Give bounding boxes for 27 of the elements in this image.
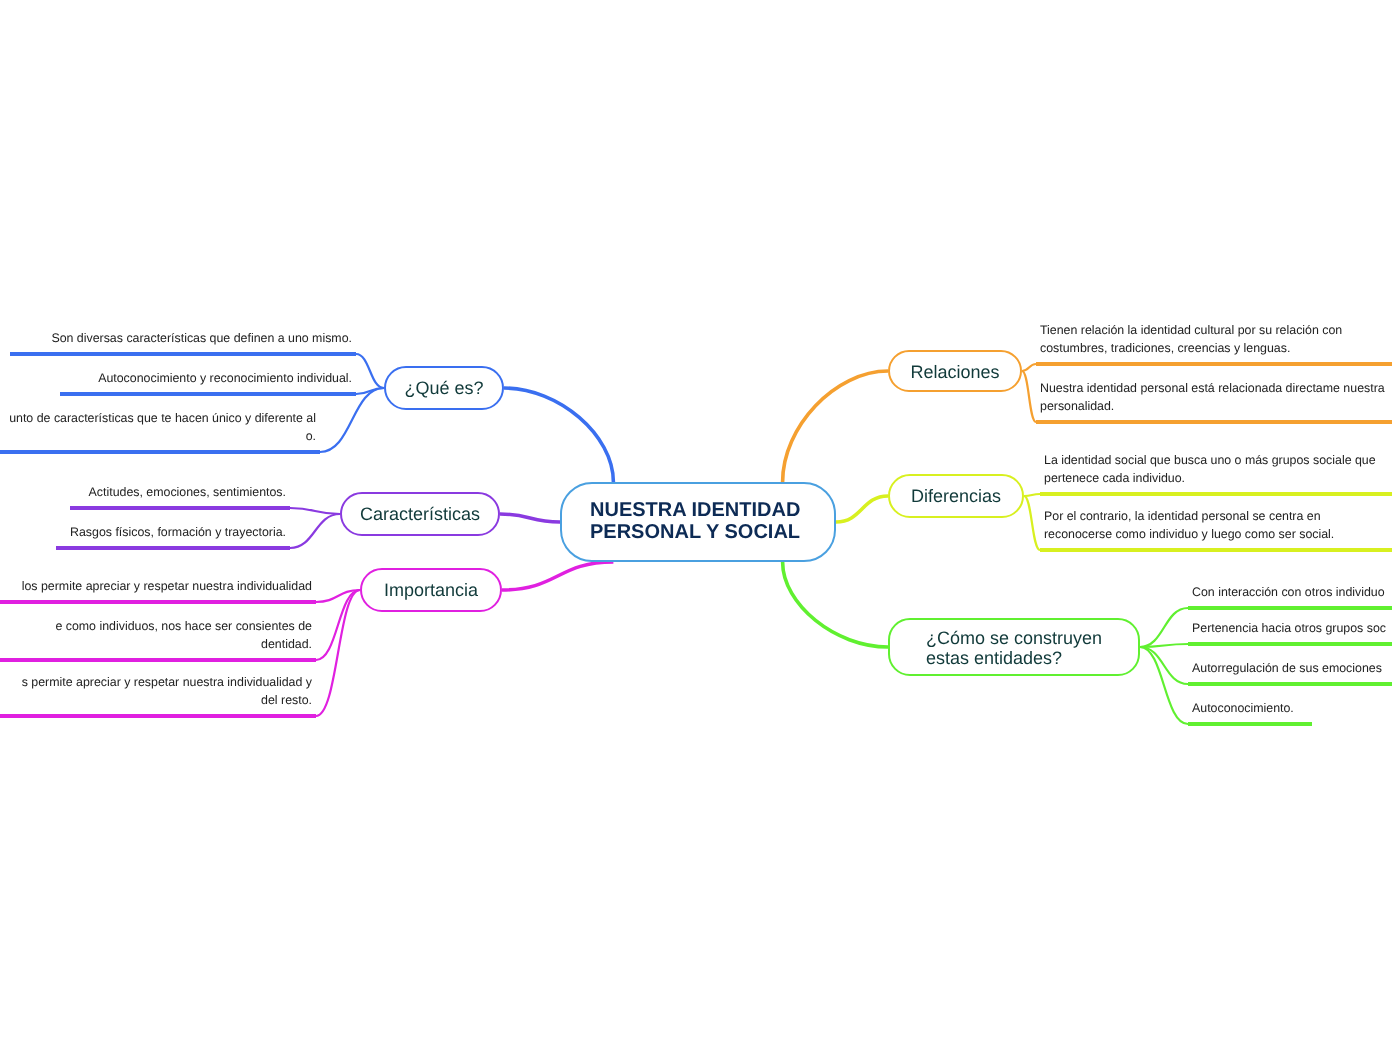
branch-line — [315, 589, 361, 717]
branch-line — [355, 352, 385, 390]
branch-line — [780, 369, 889, 483]
branch-line — [501, 560, 614, 592]
topic-box: Relaciones — [888, 350, 1022, 392]
branch-line — [1139, 645, 1189, 686]
branch-line — [289, 506, 341, 516]
topic-box: ¿Cómo se construyen estas entidades? — [888, 618, 1140, 676]
branch-line — [1140, 642, 1188, 649]
branch-line — [315, 588, 361, 604]
branch-line — [1021, 370, 1037, 423]
branch-line — [1139, 606, 1189, 649]
branch-line — [835, 494, 889, 524]
branch-line — [289, 512, 341, 550]
branch-line — [315, 588, 361, 662]
branch-line — [355, 386, 385, 396]
topic-box: Diferencias — [888, 474, 1024, 518]
branch-line — [780, 561, 889, 649]
branch-line — [1139, 645, 1189, 726]
topic-box: ¿Qué es? — [384, 366, 504, 410]
branch-line — [503, 386, 616, 483]
topic-box: Características — [340, 492, 500, 536]
branch-line — [1023, 495, 1041, 551]
branch-line — [319, 386, 385, 454]
central-topic: NUESTRA IDENTIDAD PERSONAL Y SOCIAL — [560, 482, 836, 562]
branch-line — [499, 512, 561, 524]
topic-box: Importancia — [360, 568, 502, 612]
